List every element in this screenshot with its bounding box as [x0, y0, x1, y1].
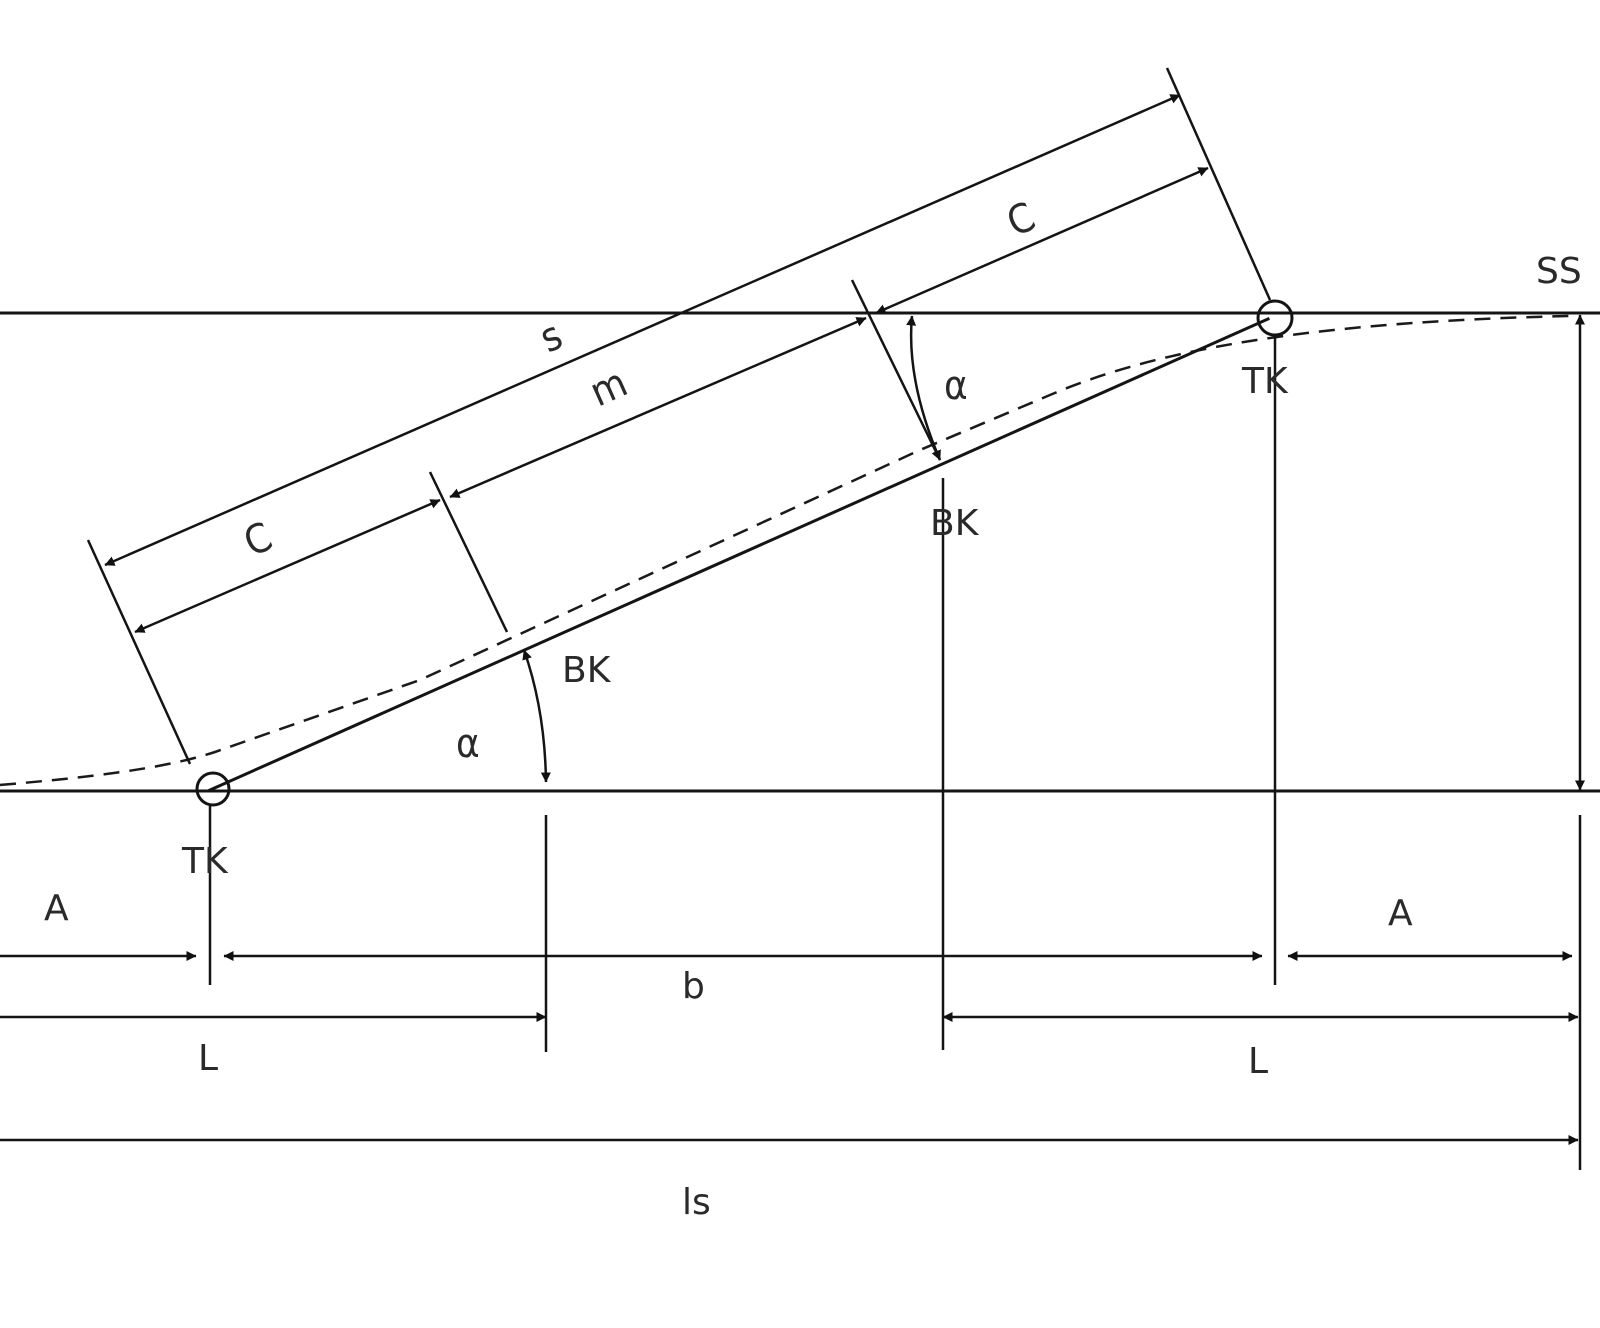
label-l-right: L [1248, 1041, 1268, 1082]
label-tk-lower: TK [181, 841, 229, 882]
dim-line-m [449, 316, 867, 499]
label-ls: ls [682, 1182, 711, 1223]
dim-line-c-upper [875, 166, 1209, 315]
label-a-left: A [44, 888, 69, 929]
label-c-upper: C [1000, 194, 1042, 246]
label-m: m [583, 360, 634, 416]
label-bk-lower: BK [562, 650, 612, 691]
label-alpha-upper: α [944, 363, 968, 409]
label-l-left: L [198, 1038, 218, 1079]
dim-line-c-lower [134, 498, 441, 634]
label-s: s [533, 312, 569, 362]
tk-point-upper [1256, 299, 1294, 337]
angle-arc-upper [906, 315, 942, 461]
ext-line-bk-upper [850, 279, 942, 461]
tk-point-lower [195, 771, 231, 807]
ext-line-left [86, 539, 192, 765]
ext-line-bk-lower [428, 471, 509, 633]
dim-line-s [104, 93, 1181, 567]
label-tk-upper: TK [1241, 361, 1289, 402]
ext-line-right [1165, 67, 1272, 301]
label-b: b [682, 966, 705, 1007]
label-a-right: A [1388, 893, 1413, 934]
label-alpha-lower: α [456, 721, 480, 767]
angle-arc-lower [522, 649, 551, 783]
label-bk-upper: BK [930, 503, 980, 544]
label-ss: SS [1536, 251, 1582, 292]
label-c-lower: C [237, 514, 279, 566]
inclined-track-line [208, 317, 1270, 792]
transition-curve-dashed [0, 314, 1571, 787]
